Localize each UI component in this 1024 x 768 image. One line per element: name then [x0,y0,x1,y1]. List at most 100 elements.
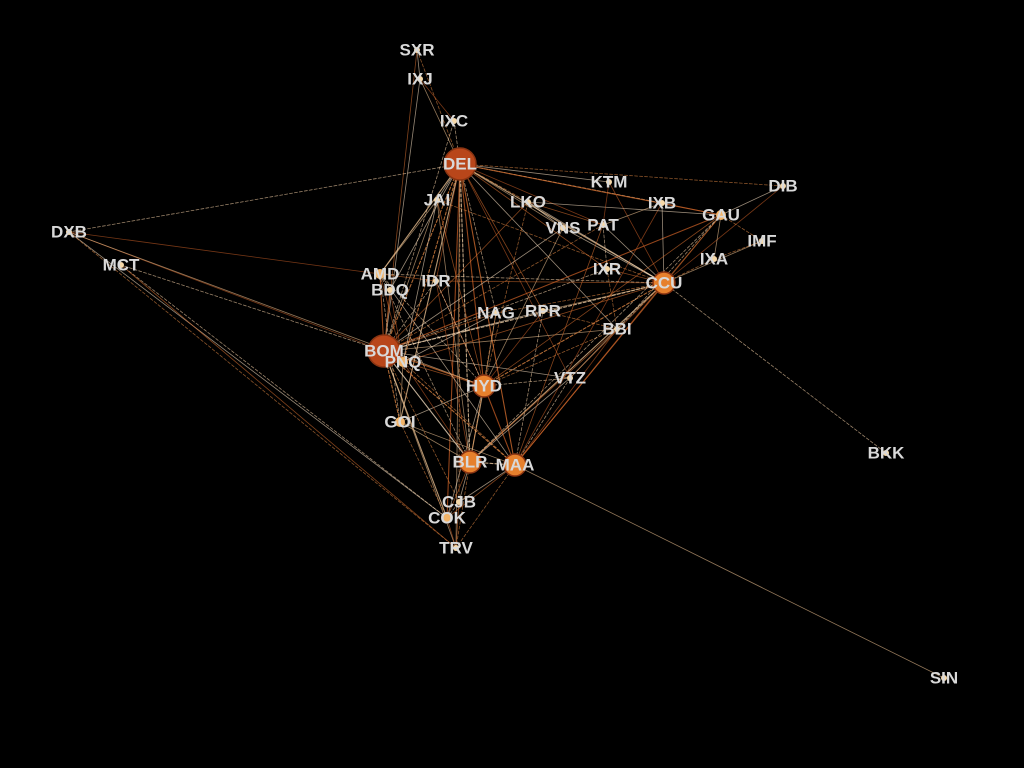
edge-bom-blr [383,350,471,463]
edge-bom-idr [383,280,437,352]
node-ixj[interactable] [417,76,423,82]
node-jai[interactable] [434,197,440,203]
node-nag[interactable] [493,310,499,316]
node-label-pat: PAT [587,216,619,235]
node-label-bbi: BBI [602,320,631,339]
node-imf[interactable] [759,238,765,244]
edge-dxb-trv [68,231,457,549]
node-vtz[interactable] [567,375,573,381]
edge-ixb-pat [602,202,663,226]
route-edges [68,49,945,679]
node-idr[interactable] [433,278,439,284]
node-gau[interactable] [716,210,726,220]
edge-nag-pnq [402,312,497,363]
node-label-vns: VNS [546,219,581,238]
node-ixb[interactable] [659,200,665,206]
edge-del-bom [383,163,461,352]
node-mct[interactable] [118,262,124,268]
edge-dxb-hyd [68,231,485,387]
node-dib[interactable] [780,183,786,189]
edge-gau-lko [527,201,722,216]
node-ixc[interactable] [451,118,457,124]
node-ccu[interactable] [652,271,676,295]
edge-jai-pnq [402,199,438,363]
node-label-gau: GAU [702,206,740,225]
node-label-ixb: IXB [648,194,676,213]
edge-maa-goi [399,421,516,466]
node-maa[interactable] [503,453,527,477]
edge-del-hyd [459,163,485,387]
node-bdq[interactable] [387,287,393,293]
edge-bom-cjb [383,350,460,503]
edge-goi-cok [399,421,448,519]
node-rpr[interactable] [540,308,546,314]
node-hyd[interactable] [472,374,496,398]
node-cok[interactable] [442,513,452,523]
edge-lko-pat [527,201,604,226]
node-ktm[interactable] [606,179,612,185]
node-bbi[interactable] [614,326,620,332]
node-label-pnq: PNQ [385,353,422,372]
edge-ccu-ixa [663,258,715,284]
node-label-blr: BLR [453,453,488,472]
edge-blr-amd [379,273,471,463]
node-ixr[interactable] [604,266,610,272]
node-pnq[interactable] [398,357,408,367]
node-label-ixa: IXA [700,250,728,269]
edge-sxr-del [416,49,461,165]
edge-hyd-goi [399,385,485,423]
edge-ktm-pat [602,181,610,226]
node-sin[interactable] [941,675,947,681]
edge-maa-gau [514,214,722,466]
edge-bom-vns [383,227,564,352]
edge-lko-vns [527,201,564,229]
node-label-ktm: KTM [591,173,628,192]
node-label-ixr: IXR [593,260,621,279]
node-label-bom: BOM [364,342,404,361]
node-ixa[interactable] [711,256,717,262]
node-lko[interactable] [525,199,531,205]
node-vns[interactable] [560,225,566,231]
edge-ccu-dib [663,185,784,284]
edge-blr-pnq [402,361,471,463]
edge-dxb-cok [68,231,448,519]
edge-maa-pnq [402,361,516,466]
edge-del-blr [459,163,471,463]
edge-maa-rpr [514,310,544,466]
node-dxb[interactable] [66,229,72,235]
edge-bom-pat [383,224,604,352]
edge-del-pat [459,163,604,226]
edge-del-dxb [68,163,461,233]
node-bkk[interactable] [883,450,889,456]
node-goi[interactable] [395,417,405,427]
edge-bom-mct [120,264,385,352]
edge-gau-dib [720,185,784,216]
node-cjb[interactable] [456,499,462,505]
edge-ccu-lko [527,201,665,284]
node-pat[interactable] [600,222,606,228]
edge-maa-sin [514,464,945,679]
node-trv[interactable] [453,545,459,551]
node-label-ccu: CCU [646,274,683,293]
edge-idr-ccu [435,280,665,284]
edge-mct-trv [120,264,457,549]
edge-mct-cok [120,264,448,519]
edge-maa-trv [455,464,516,549]
node-sxr[interactable] [414,47,420,53]
edge-del-nag [459,163,497,314]
node-label-bkk: BKK [868,444,906,463]
node-del[interactable] [443,147,477,181]
edge-vtz-bbi [569,328,618,379]
edge-hyd-pnq [402,361,485,387]
node-blr[interactable] [458,450,482,474]
node-label-rpr: RPR [525,302,561,321]
edge-maa-bbi [514,328,618,466]
node-amd[interactable] [375,269,385,279]
edge-gau-ixa [713,214,722,260]
node-bom[interactable] [367,334,401,368]
edge-goi-pnq [399,361,404,423]
node-label-dib: DIB [768,177,797,196]
edge-blr-jai [436,199,471,463]
edge-blr-vtz [469,377,571,463]
